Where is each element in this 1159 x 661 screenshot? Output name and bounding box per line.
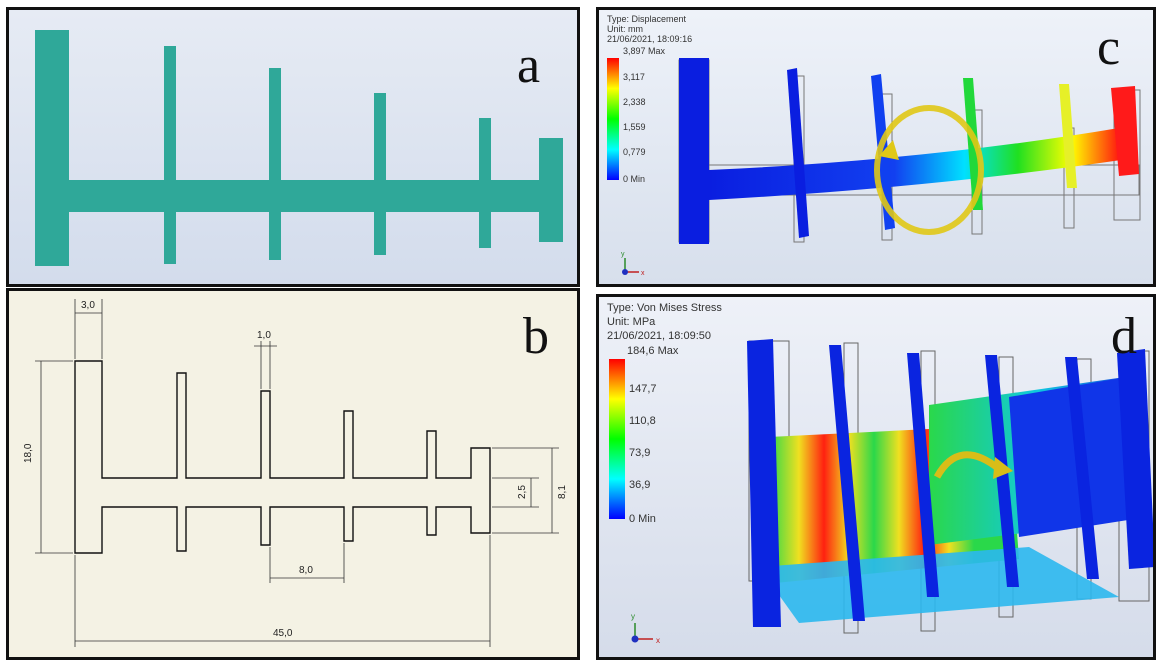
panel-letter-d: d [1111, 308, 1137, 365]
rotation-arrow-head [879, 140, 899, 160]
deformed-right-block [1111, 86, 1139, 176]
axis-y-label: y [631, 612, 635, 621]
right-block [1117, 349, 1153, 569]
left-block [747, 339, 781, 627]
dim-width: 3,0 [81, 300, 95, 311]
part-main-bar [69, 180, 549, 212]
deformed-fin [787, 68, 809, 238]
panel-b-drawing: 3,0 1,0 18,0 2,5 8,1 8,0 45,0 b [6, 288, 580, 660]
result-type: Type: Von Mises Stress [607, 302, 722, 314]
part-fin [164, 46, 176, 264]
legend-max: 3,897 Max [623, 46, 666, 56]
panel-c-displacement: Type: Displacement Unit: mm 21/06/2021, … [596, 7, 1156, 287]
legend-max: 184,6 Max [627, 345, 679, 357]
rotation-arrow-head [993, 457, 1013, 479]
legend-tick: 1,559 [623, 122, 646, 132]
axis-x-label: x [641, 270, 645, 277]
stress-model: y x [631, 339, 1153, 645]
legend-tick: 73,9 [629, 447, 651, 459]
rotation-arrow [933, 451, 1002, 479]
legend-tick: 147,7 [629, 383, 657, 395]
panel-letter-c: c [1097, 19, 1121, 76]
result-type: Type: Displacement [607, 14, 687, 24]
dim-bar: 2,5 [517, 485, 528, 499]
part-silhouette [35, 30, 563, 266]
legend-color-bar [607, 58, 619, 180]
dim-slot: 1,0 [257, 330, 271, 341]
fin [1065, 357, 1099, 579]
deformed-fin [1059, 84, 1077, 188]
part-outline [74, 360, 491, 554]
result-date: 21/06/2021, 18:09:16 [607, 34, 693, 44]
legend-tick: 36,9 [629, 479, 651, 491]
displacement-model: y x [621, 58, 1141, 277]
legend-tick: 0,779 [623, 147, 646, 157]
rotation-arrow [874, 105, 984, 235]
fin [829, 345, 865, 621]
deformed-bar [709, 128, 1121, 200]
panel-d-stress: Type: Von Mises Stress Unit: MPa 21/06/2… [596, 294, 1156, 660]
panel-letter-b: b [523, 308, 549, 365]
legend-color-bar [609, 359, 625, 519]
deformed-left-block [679, 58, 709, 244]
result-date: 21/06/2021, 18:09:50 [607, 330, 711, 342]
legend-min: 0 Min [623, 174, 646, 184]
dim-total: 45,0 [273, 628, 293, 639]
axis-x-label: x [656, 636, 660, 645]
panel-a-part-view: a [6, 7, 580, 287]
technical-drawing: 3,0 1,0 18,0 2,5 8,1 8,0 45,0 [23, 299, 568, 647]
axis-triad [631, 623, 653, 643]
axis-triad [622, 258, 639, 275]
axis-y-label: y [621, 251, 625, 258]
result-unit: Unit: mm [607, 24, 643, 34]
part-fin [269, 68, 281, 260]
dim-end: 8,1 [557, 485, 568, 499]
fin [907, 353, 939, 597]
part-left-block [35, 30, 69, 266]
part-fin [374, 93, 386, 255]
dim-height: 18,0 [23, 443, 34, 463]
legend-tick: 3,117 [623, 72, 645, 82]
legend-min: 0 Min [629, 513, 656, 525]
part-fin [479, 118, 491, 248]
panel-letter-a: a [517, 37, 541, 94]
dimension-lines [35, 299, 559, 647]
dim-pitch: 8,0 [299, 565, 313, 576]
legend-tick: 110,8 [629, 415, 656, 427]
part-right-block [539, 138, 563, 242]
legend-tick: 2,338 [623, 97, 646, 107]
result-unit: Unit: MPa [607, 316, 656, 328]
